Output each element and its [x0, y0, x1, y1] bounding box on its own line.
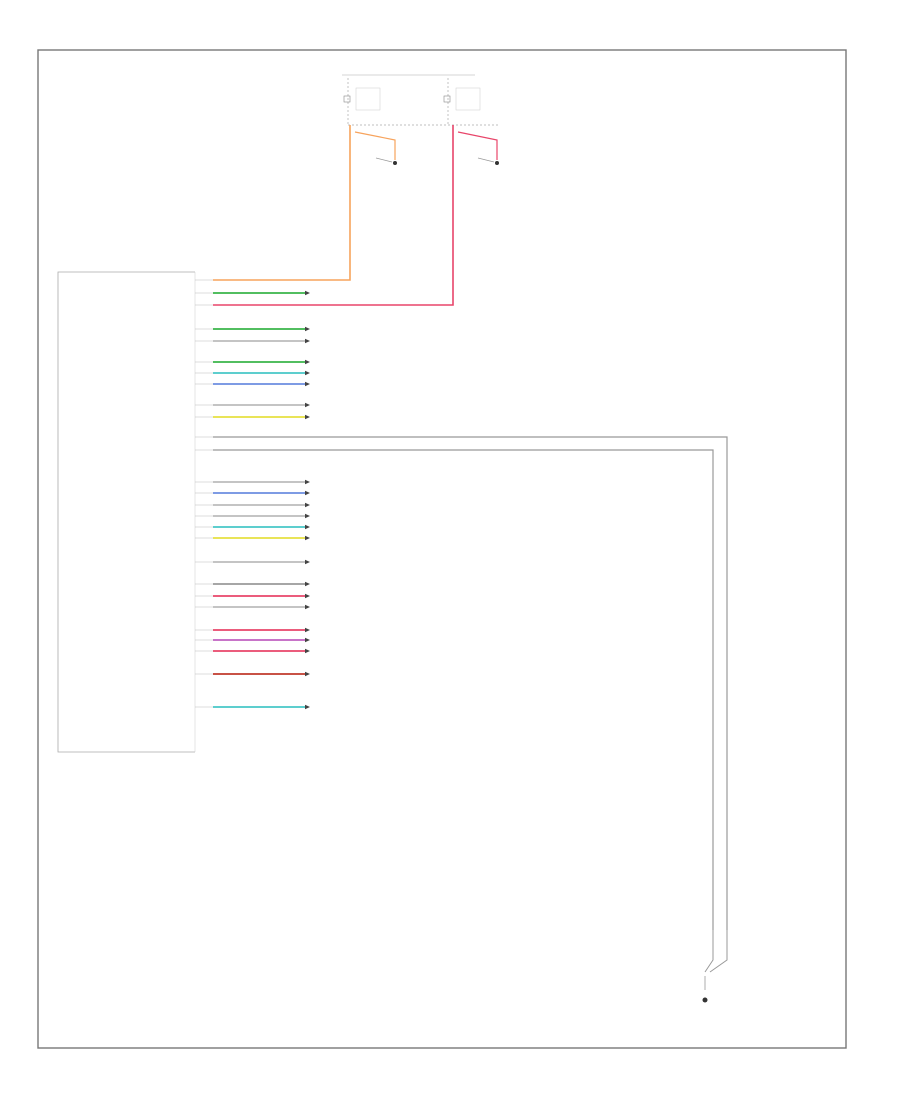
- module-row: [195, 381, 310, 387]
- row-arrow: [305, 604, 310, 610]
- fuse-1-terminal: [343, 95, 351, 103]
- module-row: [195, 627, 310, 633]
- row-arrow: [305, 402, 310, 408]
- module-row: [195, 535, 310, 541]
- row-arrow: [305, 502, 310, 508]
- fuse-2-terminal: [443, 95, 451, 103]
- power-distribution-2-node: [495, 161, 499, 165]
- row-arrow: [305, 338, 310, 344]
- row-arrow: [305, 490, 310, 496]
- fuse-1: [355, 87, 381, 111]
- row-arrow: [305, 637, 310, 643]
- module-row: [195, 513, 310, 519]
- row-arrow: [305, 326, 310, 332]
- module-row: [195, 704, 310, 710]
- ground-point: [702, 997, 708, 1003]
- ground-splice: [704, 930, 728, 973]
- power-distribution-1-node: [393, 161, 397, 165]
- row-arrow: [305, 581, 310, 587]
- row-arrow: [305, 414, 310, 420]
- module-row: [195, 671, 310, 677]
- row-arrow: [305, 535, 310, 541]
- row-arrow: [305, 479, 310, 485]
- module-row: [195, 524, 310, 530]
- ignition-supply-wire: [213, 125, 454, 306]
- module-row: [195, 479, 310, 485]
- module-row: [195, 559, 310, 565]
- module-row: [195, 581, 310, 587]
- row-arrow: [305, 524, 310, 530]
- power-distribution-1-link: [375, 157, 393, 163]
- battery-supply-wire: [213, 125, 351, 281]
- module-row: [195, 593, 310, 599]
- module-row: [195, 502, 310, 508]
- module-row: [195, 604, 310, 610]
- row-arrow: [305, 381, 310, 387]
- row-arrow: [305, 359, 310, 365]
- power-distribution-2: [477, 157, 499, 165]
- ignition-supply-branch: [457, 131, 498, 160]
- module-rows: [195, 279, 310, 710]
- module-outline: [57, 271, 195, 753]
- fuse-block: [342, 74, 498, 126]
- ground-wire-1: [213, 436, 728, 930]
- row-arrow: [305, 671, 310, 677]
- module-row: [195, 370, 310, 376]
- module-row: [195, 414, 310, 420]
- module-row: [195, 490, 310, 496]
- module-row: [195, 326, 310, 332]
- power-distribution-2-link: [477, 157, 495, 163]
- row-arrow: [305, 513, 310, 519]
- ground-wire-2: [213, 449, 714, 930]
- diagram-frame: [37, 49, 847, 1049]
- row-arrow: [305, 648, 310, 654]
- battery-supply-branch: [354, 131, 396, 160]
- row-arrow: [305, 627, 310, 633]
- module-row: [195, 637, 310, 643]
- row-arrow: [305, 370, 310, 376]
- row-arrow: [305, 593, 310, 599]
- row-arrow: [305, 704, 310, 710]
- module-row: [195, 359, 310, 365]
- module-row: [195, 290, 310, 296]
- module-row: [195, 338, 310, 344]
- power-distribution-1: [375, 157, 397, 165]
- row-arrow: [305, 559, 310, 565]
- module-row: [195, 648, 310, 654]
- module-row: [195, 402, 310, 408]
- fuse-2: [455, 87, 481, 111]
- row-arrow: [305, 290, 310, 296]
